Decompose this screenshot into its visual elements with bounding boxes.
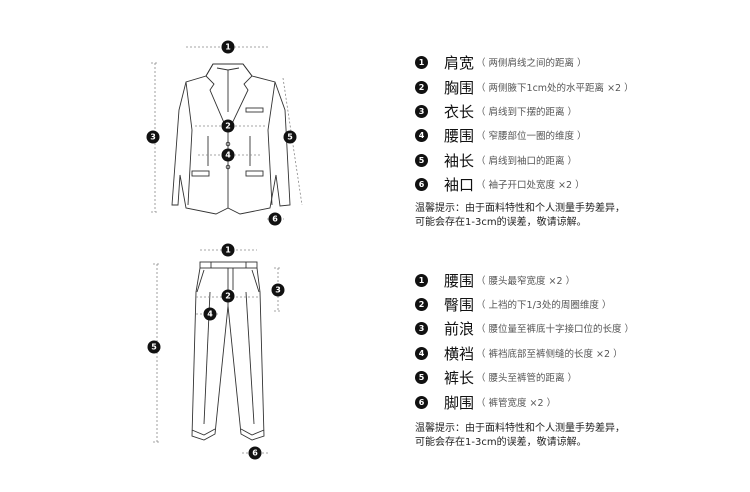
item-desc: （ 两侧腋下1cm处的水平距离 ×2 ） [476,83,634,94]
item-desc: （ 袖子开口处宽度 ×2 ） [476,180,585,191]
item-desc: （ 上裆的下1/3处的周圈维度 ） [476,300,612,311]
marker-label: 3 [150,133,156,142]
jacket-markers: 1 2 3 4 5 6 [146,40,297,226]
item-title: 前浪 [444,319,475,338]
list-item: 3 衣长（ 肩线到下摆的距离 ） [415,101,577,121]
item-title: 臀围 [444,295,475,314]
marker-label: 3 [275,286,281,295]
item-title: 腰围 [444,271,475,290]
list-item: 2 胸围（ 两侧腋下1cm处的水平距离 ×2 ） [415,77,634,97]
number-badge: 2 [415,80,428,94]
number-badge: 3 [415,104,428,118]
marker-badge [271,283,285,297]
marker-label: 2 [225,292,231,301]
number-badge: 3 [415,321,428,335]
list-item: 1 肩宽（ 两侧肩线之间的距离 ） [415,52,587,72]
tip-line: 可能会存在1-3cm的误差，敬请谅解。 [415,437,587,448]
item-title: 腰围 [444,126,475,145]
marker-badge [221,119,235,133]
marker-label: 6 [272,215,278,224]
item-desc: （ 肩线到袖口的距离 ） [476,156,578,167]
item-title: 脚围 [444,393,475,412]
item-desc: （ 肩线到下摆的距离 ） [476,107,578,118]
marker-label: 5 [151,343,157,352]
marker-badge [268,212,282,226]
number-badge: 2 [415,297,428,311]
jacket-illustration [171,63,291,215]
number-badge: 6 [415,395,428,409]
marker-badge [283,130,297,144]
item-desc: （ 裤管宽度 ×2 ） [476,398,557,409]
item-desc: （ 裤裆底部至裤侧缝的长度 ×2 ） [476,349,623,360]
list-item: 6 脚围（ 裤管宽度 ×2 ） [415,392,556,412]
marker-label: 4 [225,151,231,160]
number-badge: 4 [415,128,428,142]
number-badge: 5 [415,153,428,167]
marker-label: 2 [225,122,231,131]
marker-badge [147,340,161,354]
marker-badge [221,40,235,54]
list-item: 1 腰围（ 腰头最窄宽度 ×2 ） [415,270,575,290]
number-badge: 1 [415,273,428,287]
item-title: 衣长 [444,102,475,121]
item-title: 袖长 [444,151,475,170]
item-desc: （ 窄腰部位一圈的维度 ） [476,131,587,142]
item-desc: （ 两侧肩线之间的距离 ） [476,58,587,69]
marker-badge [203,307,217,321]
marker-label: 6 [252,449,258,458]
item-desc: （ 腰位量至裤底十字接口位的长度 ） [476,324,635,335]
marker-badge [248,446,262,460]
marker-badge [221,243,235,257]
jacket-measure-lines [151,46,303,220]
marker-label: 5 [287,133,293,142]
marker-label: 1 [225,246,231,255]
tip-note: 温馨提示：由于面料特性和个人测量手势差异， 可能会存在1-3cm的误差，敬请谅解。 [415,202,625,230]
pants-measure-lines [153,249,282,454]
number-badge: 4 [415,346,428,360]
item-title: 袖口 [444,175,475,194]
pants-illustration [191,261,265,441]
list-item: 5 袖长（ 肩线到袖口的距离 ） [415,150,577,170]
number-badge: 5 [415,370,428,384]
tip-line: 可能会存在1-3cm的误差，敬请谅解。 [415,217,587,228]
marker-label: 4 [207,310,213,319]
number-badge: 1 [415,55,428,69]
list-item: 4 腰围（ 窄腰部位一圈的维度 ） [415,125,587,145]
list-item: 5 裤长（ 腰头至裤管的距离 ） [415,367,577,387]
list-item: 3 前浪（ 腰位量至裤底十字接口位的长度 ） [415,318,634,338]
marker-label: 1 [225,43,231,52]
list-item: 2 臀围（ 上裆的下1/3处的周圈维度 ） [415,294,611,314]
marker-badge [221,148,235,162]
item-title: 横裆 [444,344,475,363]
marker-badge [146,130,160,144]
marker-badge [221,289,235,303]
item-title: 胸围 [444,78,475,97]
pants-markers: 1 2 3 4 5 6 [147,243,285,460]
item-desc: （ 腰头最窄宽度 ×2 ） [476,276,576,287]
tip-note: 温馨提示：由于面料特性和个人测量手势差异， 可能会存在1-3cm的误差，敬请谅解。 [415,422,625,450]
list-item: 4 横裆（ 裤裆底部至裤侧缝的长度 ×2 ） [415,343,623,363]
item-title: 裤长 [444,368,475,387]
item-title: 肩宽 [444,53,475,72]
tip-line: 温馨提示：由于面料特性和个人测量手势差异， [415,423,625,434]
list-item: 6 袖口（ 袖子开口处宽度 ×2 ） [415,174,585,194]
tip-line: 温馨提示：由于面料特性和个人测量手势差异， [415,203,625,214]
number-badge: 6 [415,177,428,191]
item-desc: （ 腰头至裤管的距离 ） [476,373,578,384]
